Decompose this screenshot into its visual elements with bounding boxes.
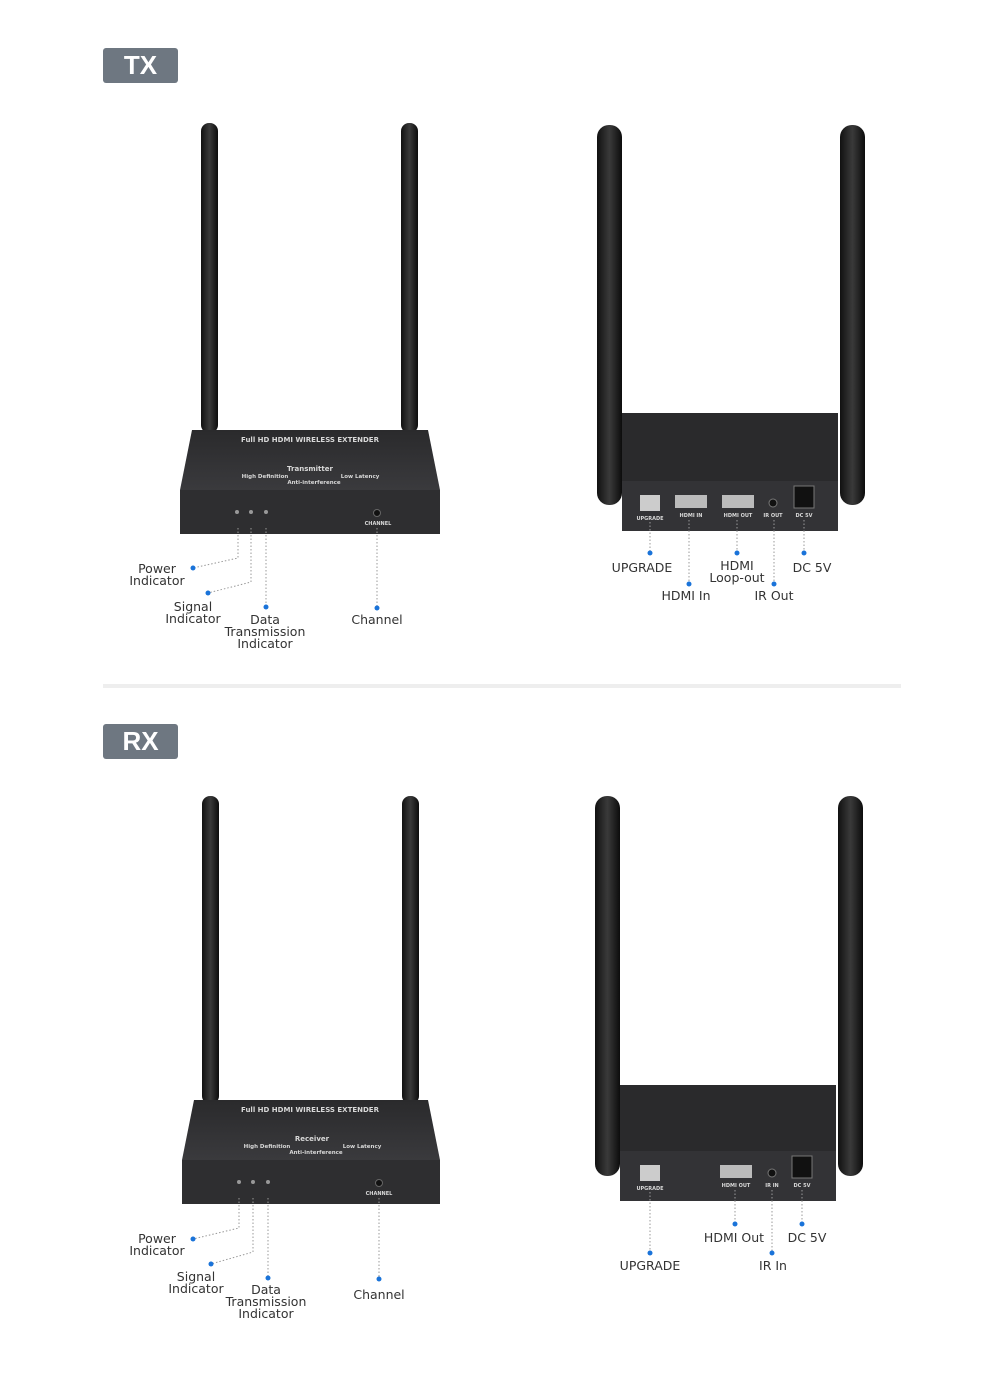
feature-1: High Definition bbox=[242, 474, 289, 480]
port-ir-out: IR OUT bbox=[763, 513, 783, 519]
port-hdmi-in: HDMI IN bbox=[680, 513, 703, 519]
label-hdmi-in: HDMI In bbox=[661, 588, 711, 603]
feature-3: Anti-interference bbox=[287, 480, 341, 486]
label-data-indicator: Data Transmission Indicator bbox=[225, 1282, 307, 1321]
label-power-indicator: Power Indicator bbox=[129, 1231, 185, 1258]
port-hdmi-out: HDMI OUT bbox=[722, 1183, 751, 1189]
channel-silk: CHANNEL bbox=[366, 1191, 394, 1197]
feature-2: Low Latency bbox=[341, 474, 380, 480]
port-dc: DC 5V bbox=[796, 513, 813, 519]
label-channel: Channel bbox=[353, 1287, 405, 1302]
port-upgrade: UPGRADE bbox=[636, 1186, 664, 1192]
port-hdmi-out: HDMI OUT bbox=[724, 513, 753, 519]
label-hdmi-out: HDMI Out bbox=[703, 1230, 765, 1245]
antenna-left bbox=[201, 123, 218, 433]
port-dc: DC 5V bbox=[794, 1183, 811, 1189]
device-role: Transmitter bbox=[287, 465, 333, 473]
section-divider bbox=[103, 684, 901, 688]
antenna-right bbox=[401, 123, 418, 433]
tx-front-device: Full HD HDMI WIRELESS EXTENDER Transmitt… bbox=[180, 123, 440, 611]
rx-badge: RX bbox=[103, 724, 178, 759]
feature-1: High Definition bbox=[244, 1144, 291, 1150]
label-hdmi-loop-out: HDMI Loop-out bbox=[709, 558, 765, 585]
device-role: Receiver bbox=[295, 1135, 330, 1143]
label-upgrade: UPGRADE bbox=[611, 560, 673, 575]
label-data-indicator: Data Transmission Indicator bbox=[224, 612, 306, 651]
label-ir-out: IR Out bbox=[754, 588, 794, 603]
label-signal-indicator: Signal Indicator bbox=[168, 1269, 224, 1296]
tx-back-device: UPGRADE HDMI IN HDMI OUT IR OUT DC 5V bbox=[597, 125, 865, 587]
label-upgrade: UPGRADE bbox=[619, 1258, 681, 1273]
tx-badge: TX bbox=[103, 48, 178, 83]
label-power-indicator: Power Indicator bbox=[129, 561, 185, 588]
device-title: Full HD HDMI WIRELESS EXTENDER bbox=[241, 1106, 380, 1114]
rx-front-device: Full HD HDMI WIRELESS EXTENDER Receiver … bbox=[182, 796, 440, 1282]
port-upgrade: UPGRADE bbox=[636, 516, 664, 522]
channel-silk: CHANNEL bbox=[365, 521, 393, 527]
label-signal-indicator: Signal Indicator bbox=[165, 599, 221, 626]
label-dc-5v: DC 5V bbox=[787, 1230, 827, 1245]
label-dc-5v: DC 5V bbox=[792, 560, 832, 575]
feature-2: Low Latency bbox=[343, 1144, 382, 1150]
port-ir-in: IR IN bbox=[765, 1183, 779, 1189]
label-ir-in: IR In bbox=[759, 1258, 787, 1273]
label-channel: Channel bbox=[351, 612, 403, 627]
device-title: Full HD HDMI WIRELESS EXTENDER bbox=[241, 436, 380, 444]
rx-back-device: UPGRADE HDMI OUT IR IN DC 5V bbox=[595, 796, 863, 1256]
feature-3: Anti-interference bbox=[289, 1150, 343, 1156]
